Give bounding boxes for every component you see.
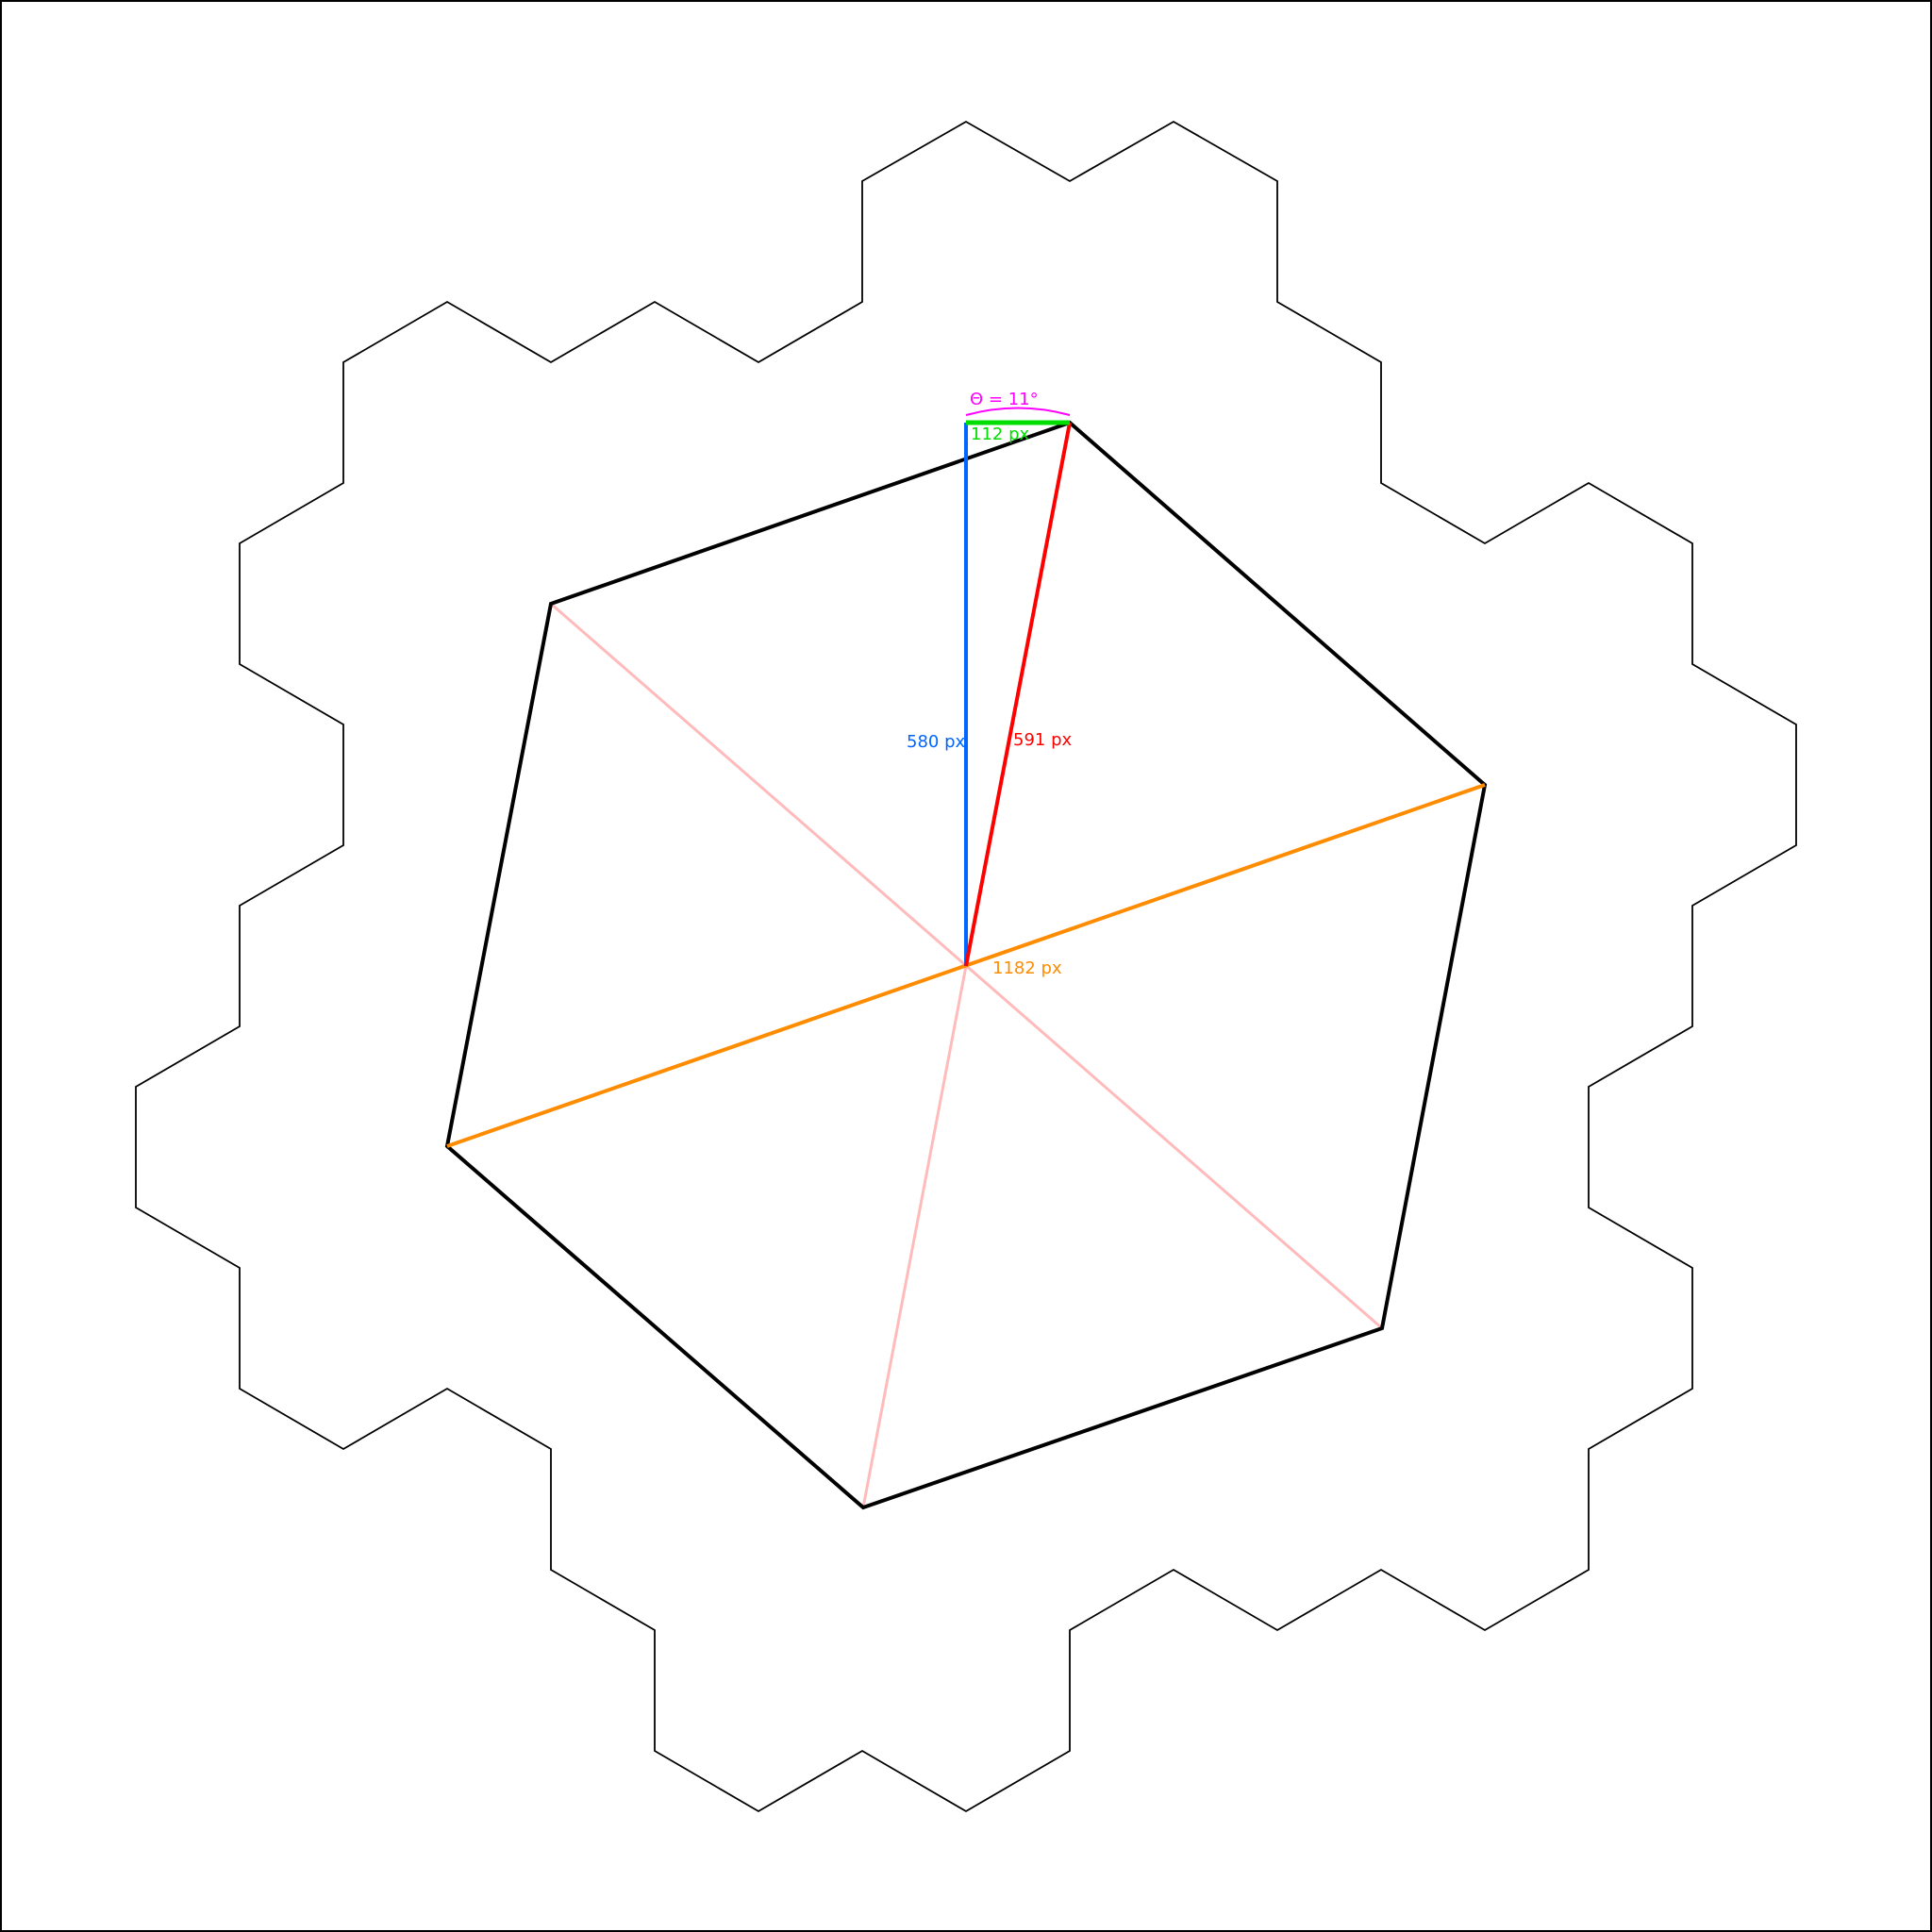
diameter-length-label: 1182 px — [992, 958, 1062, 978]
hex-tiling-outline — [135, 120, 1797, 1813]
vertical-length-label: 580 px — [907, 732, 966, 752]
radius-length-label: 591 px — [1013, 730, 1073, 750]
diagonal-line-2 — [861, 965, 968, 1508]
radius-line — [964, 422, 1072, 967]
angle-arc — [965, 407, 1071, 416]
horizontal-offset-label: 112 px — [971, 425, 1030, 444]
angle-label: Θ = 11° — [970, 390, 1039, 409]
